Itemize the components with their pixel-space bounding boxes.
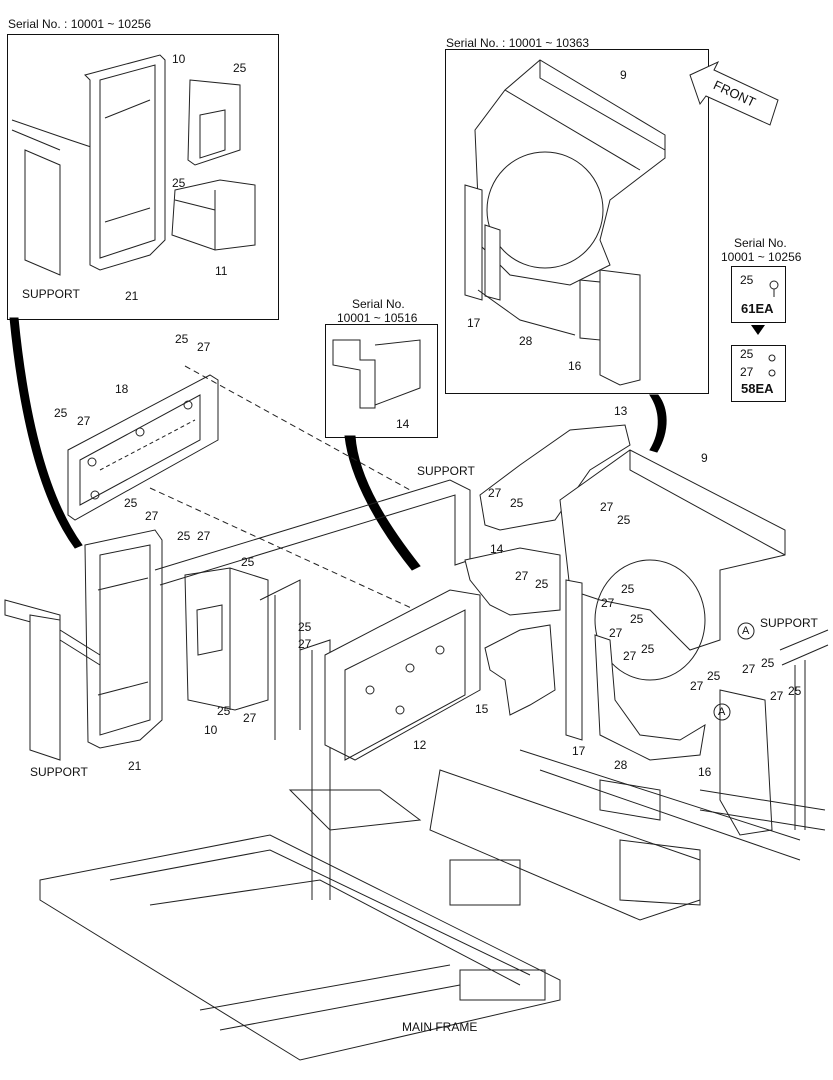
down-triangle — [751, 325, 765, 335]
callout-9: 9 — [701, 451, 708, 465]
circle-a-label-2: A — [718, 706, 726, 718]
callout-27-c: 27 — [145, 509, 159, 523]
callout-27-l: 27 — [609, 626, 623, 640]
callout-27-m: 27 — [623, 649, 637, 663]
qty-box-58 — [731, 345, 786, 402]
callout-27-a: 27 — [197, 340, 211, 354]
qty-58: 58EA — [741, 381, 774, 396]
support-label-3: SUPPORT — [30, 765, 88, 779]
callout-25-m: 25 — [641, 642, 655, 656]
callout-17-inset: 17 — [467, 316, 481, 330]
leader-curve-left — [9, 317, 83, 549]
part-14 — [464, 547, 561, 616]
part-17 — [565, 579, 583, 741]
callout-25-k: 25 — [621, 582, 635, 596]
callout-25-f: 25 — [298, 620, 312, 634]
callout-25-h: 25 — [535, 577, 549, 591]
qty-box-61 — [731, 266, 786, 323]
part-12 — [324, 589, 481, 761]
inset-tr-parts — [464, 59, 666, 386]
part-15 — [484, 624, 556, 716]
callout-25-inset-b: 25 — [172, 176, 186, 190]
circle-a-1 — [737, 622, 755, 640]
serial-right-2: 10001 ~ 10256 — [721, 250, 802, 264]
circle-a-2 — [713, 703, 731, 721]
callout-27-k: 27 — [601, 596, 615, 610]
callout-25-box1: 25 — [740, 273, 754, 287]
part-28 — [594, 634, 706, 761]
part-9 — [559, 449, 786, 651]
serial-topleft: Serial No. : 10001 ~ 10256 — [8, 17, 152, 31]
circle-a-label-1: A — [742, 625, 750, 637]
callout-27-f: 27 — [298, 637, 312, 651]
callout-25-inset-a: 25 — [233, 61, 247, 75]
callout-25-e: 25 — [241, 555, 255, 569]
callout-25-j: 25 — [617, 513, 631, 527]
part-13 — [479, 424, 631, 531]
callout-14: 14 — [490, 542, 504, 556]
serial-right-1: Serial No. — [734, 236, 787, 250]
callout-27-h: 27 — [515, 569, 529, 583]
callout-25-p: 25 — [788, 684, 802, 698]
callout-27-p: 27 — [770, 689, 784, 703]
callout-28: 28 — [614, 758, 628, 772]
callout-25-d: 25 — [177, 529, 191, 543]
callout-25-o: 25 — [761, 656, 775, 670]
leader-curve-mid — [344, 435, 421, 571]
callout-25-a: 25 — [175, 332, 189, 346]
callout-27-o: 27 — [742, 662, 756, 676]
front-arrow — [689, 60, 779, 126]
qty-61: 61EA — [741, 301, 774, 316]
inset-tl-parts — [11, 54, 256, 276]
main-frame-label: MAIN FRAME — [402, 1020, 478, 1034]
callout-27-n: 27 — [690, 679, 704, 693]
support-label-2: SUPPORT — [417, 464, 475, 478]
callout-27-j: 27 — [600, 500, 614, 514]
serial-topright: Serial No. : 10001 ~ 10363 — [446, 36, 590, 50]
callout-28-inset: 28 — [519, 334, 533, 348]
callout-25-box2: 25 — [740, 347, 754, 361]
callout-15: 15 — [475, 702, 489, 716]
support-label-1: SUPPORT — [22, 287, 80, 301]
callout-18: 18 — [115, 382, 129, 396]
callout-14-inset: 14 — [396, 417, 410, 431]
callout-27-b: 27 — [77, 414, 91, 428]
support-label-4: SUPPORT — [760, 616, 818, 630]
callout-16: 16 — [698, 765, 712, 779]
callout-10: 10 — [204, 723, 218, 737]
callout-25-i: 25 — [510, 496, 524, 510]
callout-9-inset: 9 — [620, 68, 627, 82]
callout-11-inset: 11 — [215, 264, 228, 278]
callout-27-box2: 27 — [740, 365, 754, 379]
callout-25-l: 25 — [630, 612, 644, 626]
leader-curve-right — [649, 394, 667, 453]
callout-13: 13 — [614, 404, 628, 418]
callout-17: 17 — [572, 744, 586, 758]
callout-21-inset: 21 — [125, 289, 139, 303]
main-frame-lines — [39, 749, 826, 1061]
callout-25-g: 25 — [217, 704, 231, 718]
callout-27-g: 27 — [243, 711, 257, 725]
serial-middle-1: Serial No. — [352, 297, 405, 311]
callout-10-inset: 10 — [172, 52, 186, 66]
callout-27-d: 27 — [197, 529, 211, 543]
callout-27-i: 27 — [488, 486, 502, 500]
part-14-inset — [332, 339, 421, 409]
callout-25-c: 25 — [124, 496, 138, 510]
callout-16-inset: 16 — [568, 359, 582, 373]
serial-middle-2: 10001 ~ 10516 — [337, 311, 418, 325]
part-16 — [719, 689, 773, 836]
callout-12: 12 — [413, 738, 427, 752]
part-18 — [67, 374, 219, 521]
callout-25-n: 25 — [707, 669, 721, 683]
callout-25-b: 25 — [54, 406, 68, 420]
callout-21: 21 — [128, 759, 142, 773]
